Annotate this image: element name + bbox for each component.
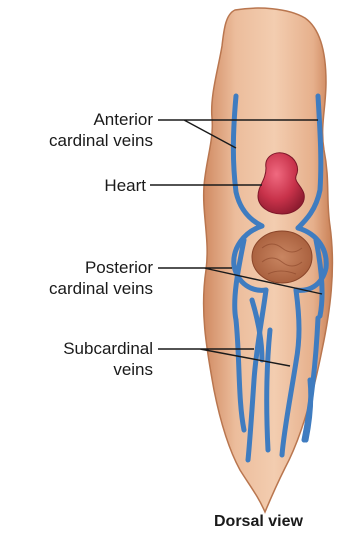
label-subcardinal-line1: Subcardinal	[63, 338, 153, 359]
label-posterior-line1: Posterior	[49, 257, 153, 278]
label-anterior-cardinal-veins: Anterior cardinal veins	[49, 109, 153, 151]
label-subcardinal-line2: veins	[63, 359, 153, 380]
mesonephros	[252, 231, 312, 283]
label-posterior-cardinal-veins: Posterior cardinal veins	[49, 257, 153, 299]
label-subcardinal-veins: Subcardinal veins	[63, 338, 153, 380]
label-anterior-line1: Anterior	[49, 109, 153, 130]
label-posterior-line2: cardinal veins	[49, 278, 153, 299]
label-anterior-line2: cardinal veins	[49, 130, 153, 151]
caption-dorsal-view: Dorsal view	[214, 513, 303, 531]
label-heart: Heart	[104, 175, 146, 196]
label-heart-text: Heart	[104, 175, 146, 196]
